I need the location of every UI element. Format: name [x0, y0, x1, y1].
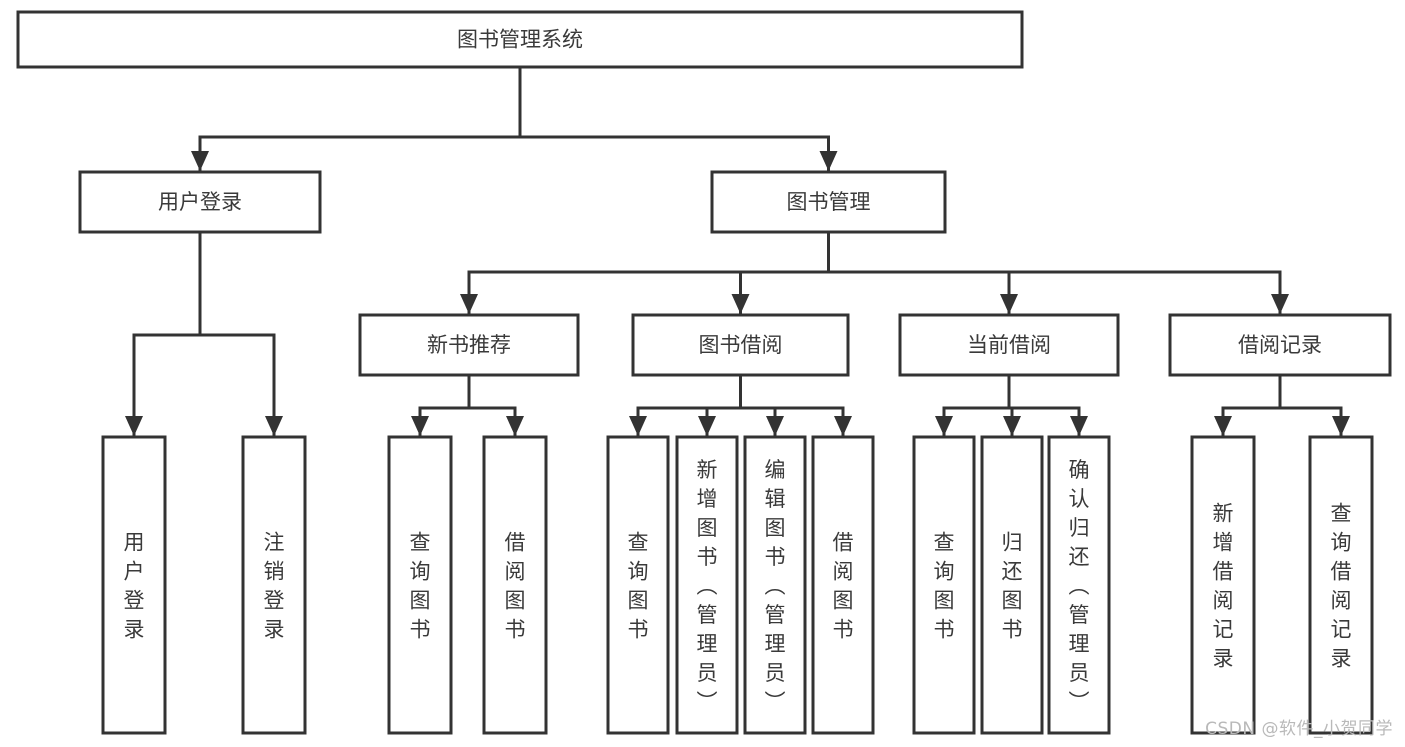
node-leaf-编辑图书管理员[interactable]: 编辑图书︵管理员︶ — [743, 435, 807, 735]
node-label: 新书推荐 — [427, 333, 511, 357]
node-label: 借阅图书 — [833, 531, 854, 642]
node-box — [631, 313, 850, 377]
node-label: 查询图书 — [934, 531, 955, 642]
node-leaf-新增借阅记录[interactable]: 新增借阅记录 — [1190, 435, 1256, 735]
node-level3-图书借阅[interactable]: 图书借阅 — [631, 313, 850, 377]
node-leaf-借阅图书[interactable]: 借阅图书 — [482, 435, 548, 735]
node-label: 图书管理系统 — [457, 28, 583, 52]
arrow-head-icon — [1003, 416, 1021, 436]
node-box — [1308, 435, 1374, 735]
node-box — [710, 170, 947, 234]
node-leaf-查询图书[interactable]: 查询图书 — [912, 435, 976, 735]
node-level3-当前借阅[interactable]: 当前借阅 — [898, 313, 1120, 377]
node-leaf-查询借阅记录[interactable]: 查询借阅记录 — [1308, 435, 1374, 735]
node-label: 新增借阅记录 — [1213, 502, 1234, 671]
arrow-head-icon — [1332, 416, 1350, 436]
node-label: 用户登录 — [124, 531, 145, 642]
arrow-head-icon — [191, 151, 209, 171]
node-box — [358, 313, 580, 377]
node-box — [78, 170, 322, 234]
node-box — [1168, 313, 1392, 377]
arrow-head-icon — [819, 151, 838, 171]
arrow-head-icon — [1000, 294, 1018, 314]
node-level3-新书推荐[interactable]: 新书推荐 — [358, 313, 580, 377]
node-level3-借阅记录[interactable]: 借阅记录 — [1168, 313, 1392, 377]
node-level2-图书管理[interactable]: 图书管理 — [710, 170, 947, 234]
arrow-head-icon — [766, 416, 784, 436]
node-leaf-确认归还管理员[interactable]: 确认归还︵管理员︶ — [1047, 435, 1111, 735]
node-box — [811, 435, 875, 735]
arrow-head-icon — [265, 416, 283, 436]
node-label: 用户登录 — [158, 190, 242, 214]
arrow-head-icon — [629, 416, 647, 436]
watermark-label: CSDN @软件_小贺同学 — [1205, 719, 1393, 739]
arrow-head-icon — [834, 416, 852, 436]
arrow-head-icon — [1214, 416, 1232, 436]
node-leaf-新增图书管理员[interactable]: 新增图书︵管理员︶ — [675, 435, 739, 735]
node-label: 借阅记录 — [1238, 333, 1322, 357]
node-box — [675, 435, 739, 735]
arrow-head-icon — [1271, 294, 1289, 314]
node-box — [482, 435, 548, 735]
node-label: 编辑图书︵管理员︶ — [765, 458, 786, 714]
node-label: 借阅图书 — [505, 531, 526, 642]
node-box — [387, 435, 453, 735]
node-box — [16, 10, 1024, 69]
arrow-head-icon — [698, 416, 716, 436]
node-box — [743, 435, 807, 735]
node-leaf-归还图书[interactable]: 归还图书 — [980, 435, 1044, 735]
node-label: 查询图书 — [410, 531, 431, 642]
node-leaf-注销登录[interactable]: 注销登录 — [241, 435, 307, 735]
arrow-head-icon — [935, 416, 953, 436]
node-box — [101, 435, 167, 735]
arrow-head-icon — [411, 416, 429, 436]
arrow-head-icon — [125, 416, 143, 436]
node-label: 当前借阅 — [967, 333, 1051, 357]
node-layer: 图书管理系统用户登录图书管理新书推荐图书借阅当前借阅借阅记录用户登录注销登录查询… — [16, 10, 1392, 735]
node-leaf-用户登录[interactable]: 用户登录 — [101, 435, 167, 735]
arrow-head-icon — [460, 294, 478, 314]
node-box — [898, 313, 1120, 377]
arrow-head-icon — [506, 416, 524, 436]
node-root-图书管理系统[interactable]: 图书管理系统 — [16, 10, 1024, 69]
node-box — [980, 435, 1044, 735]
node-box — [606, 435, 670, 735]
connector-layer — [125, 65, 1350, 437]
node-box — [241, 435, 307, 735]
node-label: 查询图书 — [628, 531, 649, 642]
node-leaf-查询图书[interactable]: 查询图书 — [387, 435, 453, 735]
node-box — [912, 435, 976, 735]
node-label: 图书管理 — [787, 190, 871, 214]
node-label: 注销登录 — [264, 531, 285, 642]
arrow-head-icon — [731, 294, 750, 314]
node-level2-用户登录[interactable]: 用户登录 — [78, 170, 322, 234]
node-box — [1190, 435, 1256, 735]
node-box — [1047, 435, 1111, 735]
node-label: 新增图书︵管理员︶ — [697, 458, 718, 714]
node-label: 图书借阅 — [699, 333, 783, 357]
node-label: 查询借阅记录 — [1331, 502, 1352, 671]
node-label: 归还图书 — [1002, 531, 1023, 642]
node-leaf-查询图书[interactable]: 查询图书 — [606, 435, 670, 735]
node-label: 确认归还︵管理员︶ — [1069, 458, 1090, 714]
node-leaf-借阅图书[interactable]: 借阅图书 — [811, 435, 875, 735]
arrow-head-icon — [1070, 416, 1088, 436]
